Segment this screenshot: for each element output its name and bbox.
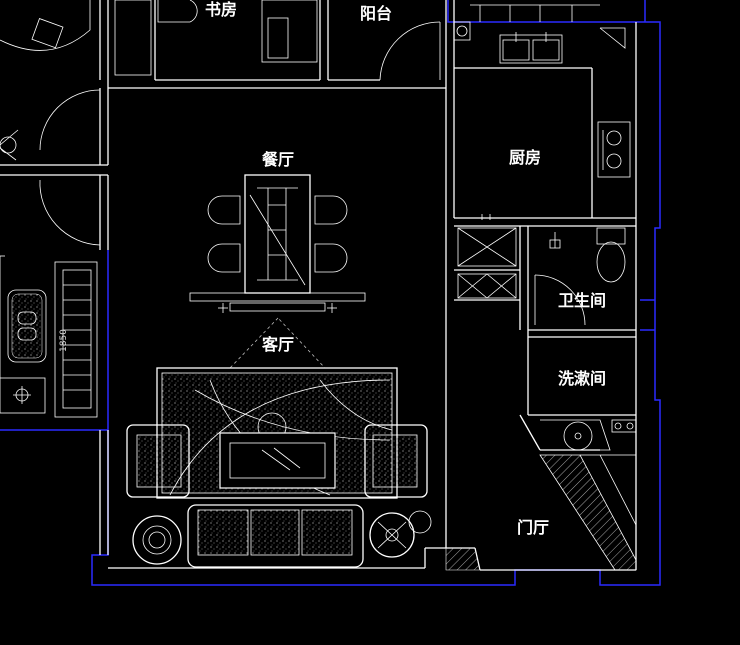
sofa [187,504,364,568]
room-label-balcony: 阳台 [360,4,392,23]
room-label-living: 客厅 [262,335,294,354]
kitchen-fittings [453,21,631,178]
room-label-washroom: 洗漱间 [558,369,606,388]
room-label-kitchen: 厨房 [509,148,541,167]
wash-basin [540,419,637,451]
side-tables [132,510,432,565]
dimension-label: 1850 [59,329,69,352]
toilet [549,227,626,283]
storage-block [457,214,517,299]
dining-table [207,174,348,294]
entrance-hatch [445,454,637,571]
balcony-railing [470,4,600,22]
study-furniture [114,0,318,76]
room-label-study: 书房 [205,0,237,19]
sideboard [189,292,366,313]
room-label-dining: 餐厅 [261,150,294,169]
door-swings [39,21,586,326]
coffee-table [219,432,336,489]
left-partial-room [0,0,98,418]
room-label-entrance: 门厅 [517,518,549,537]
room-label-bathroom: 卫生间 [558,291,606,310]
armchairs [126,424,428,498]
